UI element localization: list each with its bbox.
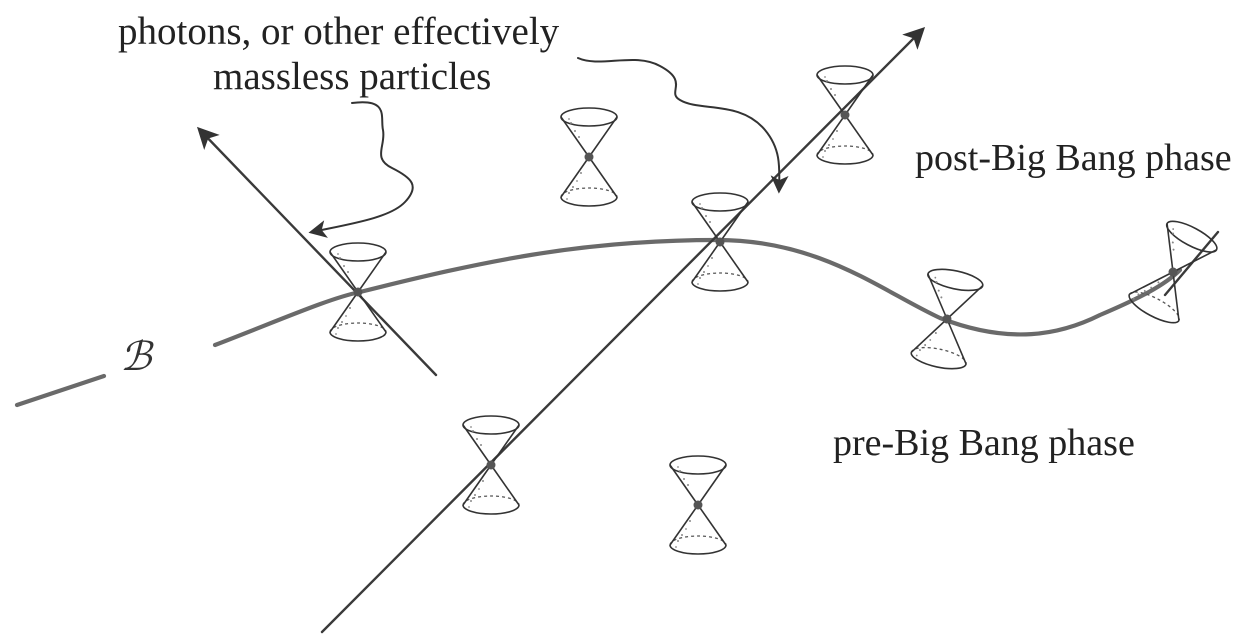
hypersurface-label: ℬ [120, 334, 154, 380]
light-cone [816, 65, 874, 165]
right-photon-worldline [1163, 230, 1220, 297]
main-photon-worldline [320, 26, 926, 634]
light-cone [560, 107, 618, 207]
light-cone [1124, 214, 1222, 330]
pointer-to-main-photon [577, 57, 789, 194]
pre-big-bang-label: pre-Big Bang phase [833, 422, 1135, 464]
light-cone [462, 415, 520, 515]
light-cone [329, 242, 387, 342]
left-photon-worldline [197, 126, 438, 377]
photons-label-line2: massless particles [213, 55, 491, 98]
annotation-pointers [308, 57, 789, 238]
hypersurface-tail [14, 373, 107, 408]
pointer-to-left-photon [308, 101, 414, 238]
big-bang-hypersurface [14, 237, 1183, 408]
photon-worldlines [197, 26, 1220, 634]
post-big-bang-label: post-Big Bang phase [915, 137, 1232, 179]
light-cone [669, 455, 727, 555]
photons-label-line1: photons, or other effectively [118, 10, 560, 53]
light-cone [908, 264, 986, 374]
